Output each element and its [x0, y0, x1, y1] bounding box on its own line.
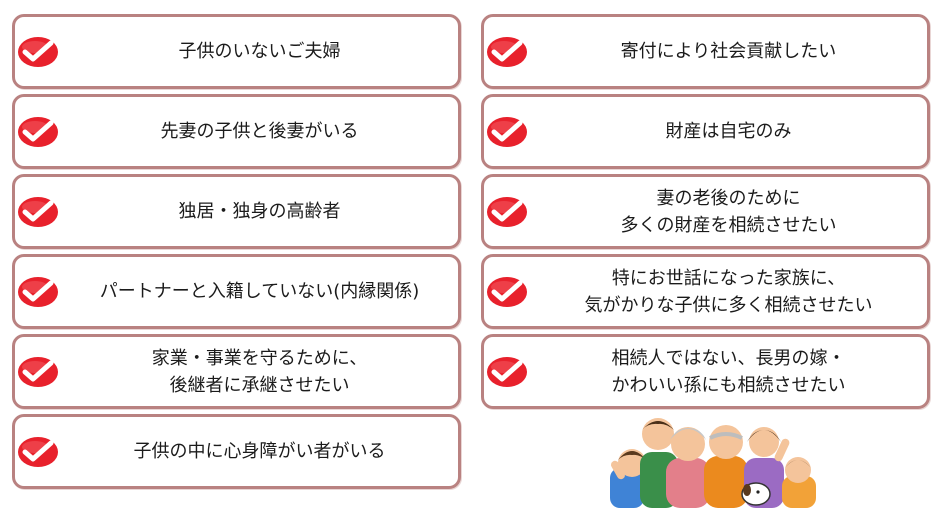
item-label: 寄付により社会貢献したい — [620, 41, 837, 62]
item-card-donation: 寄付により社会貢献したい — [481, 14, 930, 89]
item-card-unmarried-partner: パートナーと入籍していない(内縁関係) — [12, 254, 461, 329]
item-card-childless-couple: 子供のいないご夫婦 — [12, 14, 461, 89]
item-card-stepchildren: 先妻の子供と後妻がいる — [12, 94, 461, 169]
item-label: 子供のいないご夫婦 — [178, 41, 341, 62]
checkmark-icon — [17, 196, 59, 228]
checkmark-icon — [17, 116, 59, 148]
checkmark-icon — [486, 116, 528, 148]
item-label: 子供の中に心身障がい者がいる — [133, 441, 386, 462]
checkmark-icon — [486, 196, 528, 228]
checkmark-icon — [486, 356, 528, 388]
checkmark-icon — [17, 436, 59, 468]
grandfather-figure — [704, 425, 748, 508]
item-label: 相続人ではない、長男の嫁・ かわいい孫にも相続させたい — [611, 347, 846, 396]
checkmark-icon — [17, 36, 59, 68]
item-card-family-business: 家業・事業を守るために、 後継者に承継させたい — [12, 334, 461, 409]
item-label: 妻の老後のために 多くの財産を相続させたい — [620, 187, 837, 236]
item-label: 特にお世話になった家族に、 気がかりな子供に多く相続させたい — [584, 267, 873, 316]
item-label: 財産は自宅のみ — [665, 121, 792, 142]
item-card-wife-retirement: 妻の老後のために 多くの財産を相続させたい — [481, 174, 930, 249]
item-card-daughter-in-law-grandchild: 相続人ではない、長男の嫁・ かわいい孫にも相続させたい — [481, 334, 930, 409]
checkmark-icon — [486, 36, 528, 68]
item-card-caring-family: 特にお世話になった家族に、 気がかりな子供に多く相続させたい — [481, 254, 930, 329]
item-label: 家業・事業を守るために、 後継者に承継させたい — [151, 347, 368, 396]
grandmother-figure — [666, 427, 710, 508]
item-card-disabled-child: 子供の中に心身障がい者がいる — [12, 414, 461, 489]
checkmark-icon — [17, 356, 59, 388]
checkmark-icon — [486, 276, 528, 308]
dog-figure — [741, 482, 771, 506]
item-label: 独居・独身の高齢者 — [178, 201, 341, 222]
child-left-figure — [610, 449, 646, 508]
checkmark-icon — [17, 276, 59, 308]
item-label: パートナーと入籍していない(内縁関係) — [99, 281, 420, 302]
child-right-figure — [782, 457, 816, 508]
item-card-elderly-single: 独居・独身の高齢者 — [12, 174, 461, 249]
item-label: 先妻の子供と後妻がいる — [160, 121, 359, 142]
family-illustration — [610, 418, 816, 508]
item-card-home-only: 財産は自宅のみ — [481, 94, 930, 169]
